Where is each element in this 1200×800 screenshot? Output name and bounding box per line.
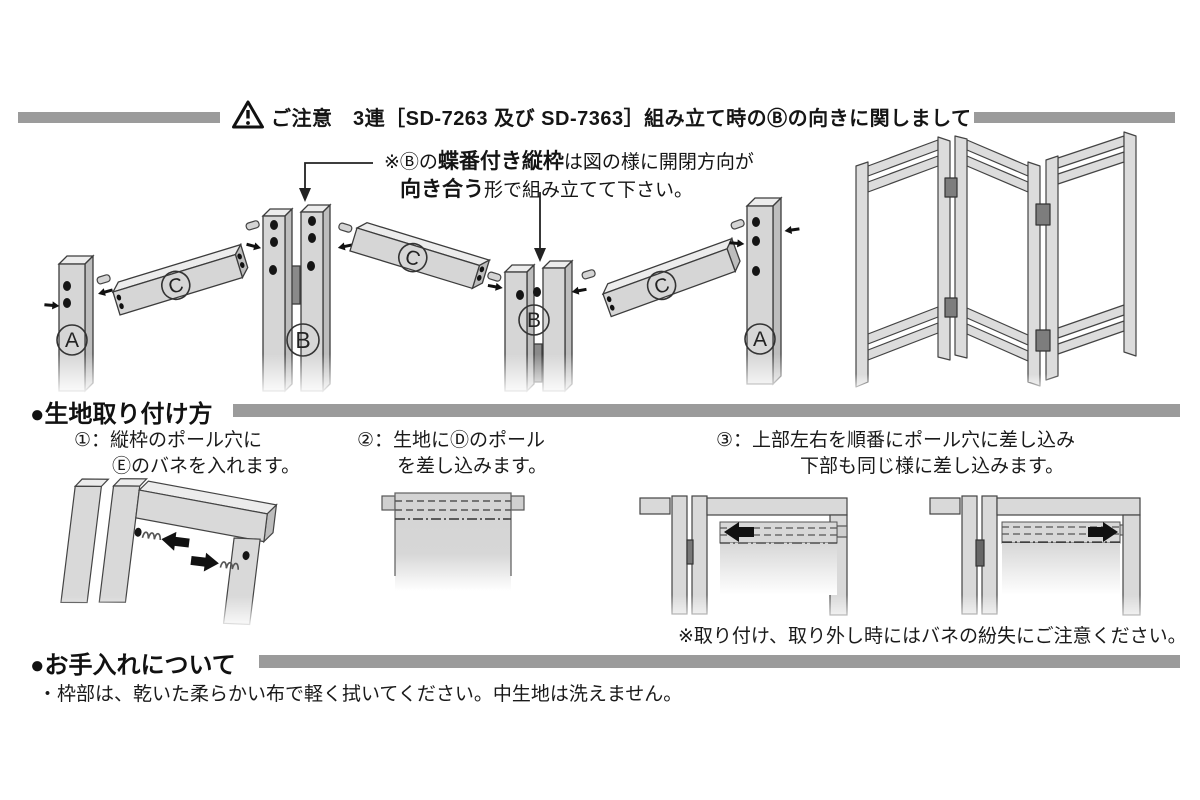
bottom-fade [930, 595, 1195, 627]
frame-post [98, 485, 141, 603]
bold-arrow-right [190, 552, 219, 572]
pole-end-right [510, 495, 525, 511]
assembly-note-line1: ※Ⓑの蝶番付き縦枠は図の様に開閉方向が [384, 150, 754, 173]
hinge [944, 297, 958, 318]
screw-icon [97, 286, 114, 298]
header-rule-left [18, 112, 220, 123]
rail-c-middle: C [349, 221, 492, 290]
dowel [581, 269, 596, 280]
bottom-fade [58, 596, 308, 630]
top-rail [135, 489, 268, 543]
bold-arrow-right [1088, 522, 1118, 542]
dowel [730, 219, 745, 230]
pointer-arrow-middle [534, 192, 546, 262]
top-rail [706, 497, 848, 516]
fabric-panel [1002, 543, 1120, 595]
rail-stub [929, 497, 961, 515]
step1-illustration [58, 478, 308, 630]
step-1-text: ①：縦枠のポール穴に Ⓔのバネを入れます。 [74, 430, 301, 477]
pole-hole [242, 551, 250, 561]
top-rail [996, 497, 1141, 516]
fabric-panel [395, 493, 511, 591]
pole-hole [63, 281, 71, 291]
dowel [338, 222, 353, 233]
hinge [975, 539, 985, 567]
pole-hole [63, 298, 71, 308]
step-3-text: ③：上部左右を順番にポール穴に差し込み 下部も同じ様に差し込みます。 [716, 430, 1076, 477]
fabric-section-rule [233, 404, 1180, 417]
header-rule-right [974, 112, 1175, 123]
part-label-c: C [166, 274, 186, 299]
spring-caution-note: ※取り付け、取り外し時にはバネの紛失にご注意ください。 [678, 626, 1187, 647]
part-label-b: B [295, 327, 310, 353]
warning-triangle-icon [232, 100, 264, 129]
part-label-c: C [402, 246, 422, 271]
part-label-b: B [527, 309, 541, 332]
spring-coil [141, 531, 162, 541]
bold-arrow-left [161, 531, 190, 551]
pointer-arrow-left [299, 162, 373, 202]
dowel [245, 220, 260, 231]
assembly-note: ※Ⓑの蝶番付き縦枠は図の様に開閉方向が 向き合う形で組み立てて下さい。 [384, 148, 754, 204]
part-label-a: A [753, 328, 767, 351]
step3-right-illustration [929, 495, 1195, 627]
screen-illustration [842, 131, 1190, 394]
screw-icon [245, 240, 263, 252]
pole-end-left [381, 495, 396, 511]
screw-icon [571, 285, 588, 296]
screen-panel-2 [954, 135, 1041, 387]
bottom-fade [640, 595, 905, 627]
bottom-fade [15, 354, 835, 396]
bottom-fade [842, 374, 1190, 394]
screw-icon [44, 300, 60, 310]
part-label-a: A [65, 329, 79, 352]
rail-stub [639, 497, 671, 515]
dowel [487, 271, 502, 282]
part-label-c: C [651, 274, 672, 300]
step3-left-illustration [639, 495, 905, 627]
pole-hole [134, 527, 142, 537]
screen-panel-1 [855, 136, 951, 388]
rail-c-right: C [601, 236, 741, 318]
notice-title: ご注意 3連［SD-7263 及び SD-7363］組み立て時のⒷの向きに関しま… [271, 108, 972, 130]
rail-c-left: C [111, 242, 249, 316]
assembly-note-line2: 向き合う形で組み立てて下さい。 [400, 178, 694, 201]
care-section-body: ・枠部は、乾いた柔らかい布で軽く拭いてください。中生地は洗えません。 [38, 684, 683, 705]
step2-illustration [381, 492, 525, 591]
hinge [944, 177, 958, 198]
screen-panel-3 [1045, 131, 1137, 381]
hinge [1035, 329, 1051, 352]
care-section-rule [259, 655, 1180, 668]
pole-end [836, 525, 848, 538]
hinge [686, 539, 694, 565]
frame-post [60, 485, 103, 604]
screw-icon [784, 224, 800, 235]
care-section-heading: ●お手入れについて [30, 652, 236, 679]
step-2-text: ②：生地にⒹのポール を差し込みます。 [357, 430, 548, 477]
dowel [96, 274, 111, 285]
hinge [1035, 203, 1051, 226]
assembly-diagram: A C [15, 162, 835, 396]
fabric-section-heading: ●生地取り付け方 [30, 401, 213, 428]
spring-coil [219, 561, 240, 570]
frame-pair-b-left: B [261, 203, 332, 393]
screw-icon [487, 281, 504, 292]
fabric-panel [720, 543, 837, 595]
bold-arrow-left [724, 522, 754, 542]
